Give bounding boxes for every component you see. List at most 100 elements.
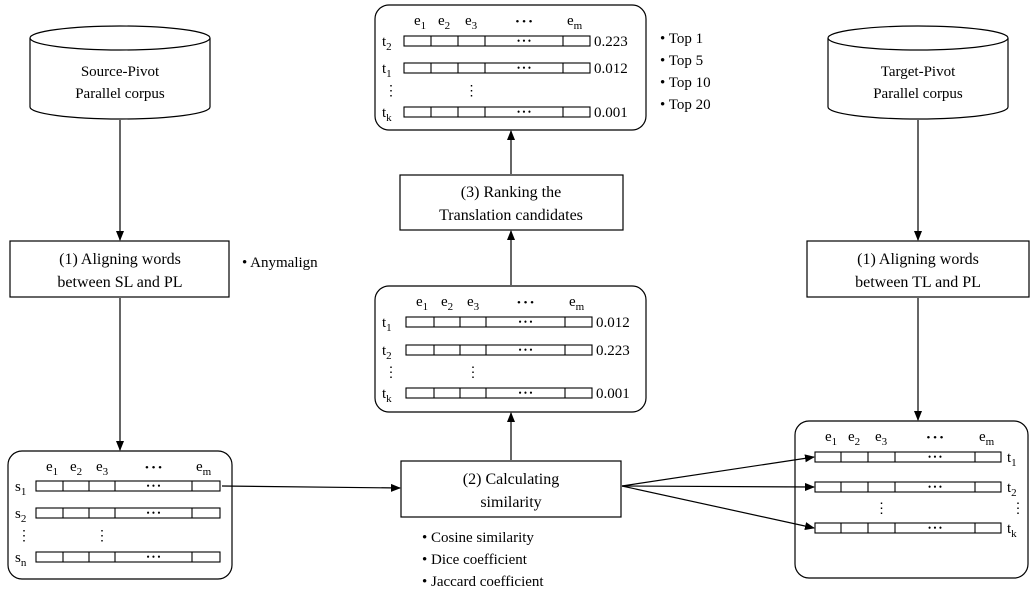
- calculating-line1: (2) Calculating: [463, 471, 559, 488]
- row-ellipsis: • • •: [517, 107, 531, 117]
- target-corpus-database: Target-Pivot Parallel corpus: [827, 25, 1009, 120]
- vector-row: • • • t1 0.012: [382, 315, 630, 334]
- label-vertical-ellipsis: ⋮: [384, 366, 398, 381]
- column-header: e3: [467, 294, 480, 313]
- measure-dice: • Dice coefficient: [422, 552, 528, 568]
- row-score: 0.001: [594, 105, 628, 121]
- row-label: t1: [382, 61, 392, 80]
- column-header: • • •: [517, 297, 534, 309]
- label-vertical-ellipsis: ⋮: [384, 84, 398, 99]
- similarity-measures-list: • Cosine similarity • Dice coefficient •…: [422, 530, 544, 590]
- column-header: e2: [70, 459, 82, 478]
- source-vector-matrix: e1 e2 e3 • • • em• • •s1 • • • s2 • • • sn ⋮ ⋮: [7, 450, 233, 580]
- column-header: em: [569, 294, 585, 313]
- column-header: • • •: [145, 462, 162, 474]
- row-ellipsis: • • •: [928, 452, 942, 462]
- row-label: tk: [382, 105, 392, 124]
- align-right-line2: between TL and PL: [855, 274, 981, 291]
- column-header: e2: [848, 429, 860, 448]
- vector-row: • • • t2 0.223: [382, 343, 630, 362]
- row-score: 0.223: [594, 34, 628, 50]
- top-10: • Top 10: [660, 75, 711, 91]
- vector-row: • • • t2 0.223: [382, 34, 628, 53]
- row-label: t2: [1007, 480, 1017, 499]
- column-header: e1: [414, 13, 426, 32]
- align-left-line2: between SL and PL: [57, 274, 182, 291]
- row-label: s2: [15, 506, 26, 525]
- row-label: tk: [1007, 521, 1017, 540]
- ranking-line2: Translation candidates: [439, 207, 583, 224]
- row-label: t1: [1007, 450, 1017, 469]
- top-1: • Top 1: [660, 31, 703, 47]
- vertical-ellipsis: ⋮: [466, 366, 480, 381]
- align-left-box: (1) Aligning words between SL and PL: [9, 240, 230, 298]
- vector-row: • • • t1: [814, 450, 1017, 469]
- arrow-calc-to-target-row2: [621, 482, 815, 491]
- top-5: • Top 5: [660, 53, 703, 69]
- row-ellipsis: • • •: [519, 388, 533, 398]
- row-label: s1: [15, 479, 26, 498]
- label-vertical-ellipsis: ⋮: [17, 529, 31, 544]
- vector-row: • • • s2: [15, 506, 221, 525]
- row-ellipsis: • • •: [147, 508, 161, 518]
- align-right-line1: (1) Aligning words: [857, 251, 979, 268]
- vertical-ellipsis: ⋮: [465, 84, 479, 99]
- row-ellipsis: • • •: [147, 552, 161, 562]
- row-score: 0.001: [596, 386, 630, 402]
- column-header: e1: [825, 429, 837, 448]
- row-ellipsis: • • •: [519, 317, 533, 327]
- ranking-line1: (3) Ranking the: [461, 184, 561, 201]
- column-header: e3: [96, 459, 109, 478]
- vector-row: • • • tk 0.001: [382, 386, 630, 405]
- column-header: • • •: [926, 432, 943, 444]
- source-db-line2: Parallel corpus: [75, 86, 165, 102]
- top-20: • Top 20: [660, 97, 711, 113]
- target-db-line1: Target-Pivot: [881, 64, 956, 80]
- column-header: e1: [416, 294, 428, 313]
- arrow-calc-to-target-row3: [621, 485, 815, 530]
- measure-jaccard: • Jaccard coefficient: [422, 574, 544, 590]
- column-header: e2: [441, 294, 453, 313]
- row-score: 0.012: [596, 315, 630, 331]
- top-k-list: • Top 1 • Top 5 • Top 10 • Top 20: [660, 31, 711, 113]
- source-corpus-database: Source-Pivot Parallel corpus: [29, 25, 211, 120]
- calculating-line2: similarity: [480, 494, 541, 511]
- vector-row: • • •s1: [15, 479, 221, 498]
- row-ellipsis: • • •: [517, 63, 531, 73]
- vertical-ellipsis: ⋮: [875, 502, 889, 517]
- column-header: em: [567, 13, 583, 32]
- vector-row: • • • sn: [15, 550, 221, 569]
- row-ellipsis: • • •: [519, 345, 533, 355]
- row-label: t2: [382, 34, 392, 53]
- column-header: e3: [465, 13, 478, 32]
- label-vertical-ellipsis: ⋮: [1011, 502, 1025, 517]
- vertical-ellipsis: ⋮: [95, 529, 109, 544]
- source-db-line1: Source-Pivot: [81, 64, 160, 80]
- row-ellipsis: • • •: [928, 482, 942, 492]
- align-right-box: (1) Aligning words between TL and PL: [806, 240, 1030, 298]
- row-label: sn: [15, 550, 27, 569]
- row-label: t2: [382, 343, 392, 362]
- target-db-line2: Parallel corpus: [873, 86, 963, 102]
- column-header: e1: [46, 459, 58, 478]
- vector-row: • • • t2: [814, 480, 1017, 499]
- measure-cosine: • Cosine similarity: [422, 530, 534, 546]
- arrow-calc-to-target-row1: [621, 454, 815, 487]
- column-header: em: [196, 459, 212, 478]
- column-header: • • •: [515, 16, 532, 28]
- row-label: tk: [382, 386, 392, 405]
- vector-row: • • • tk: [814, 521, 1017, 540]
- row-ellipsis: • • •: [928, 523, 942, 533]
- row-score: 0.223: [596, 343, 630, 359]
- column-header: e2: [438, 13, 450, 32]
- row-label: t1: [382, 315, 392, 334]
- row-ellipsis: • • •: [517, 36, 531, 46]
- calculating-box: (2) Calculating similarity: [400, 460, 622, 518]
- ranking-box: (3) Ranking the Translation candidates: [399, 174, 624, 231]
- anymalign-note: • Anymalign: [242, 255, 318, 271]
- flow-arrows: [116, 120, 922, 530]
